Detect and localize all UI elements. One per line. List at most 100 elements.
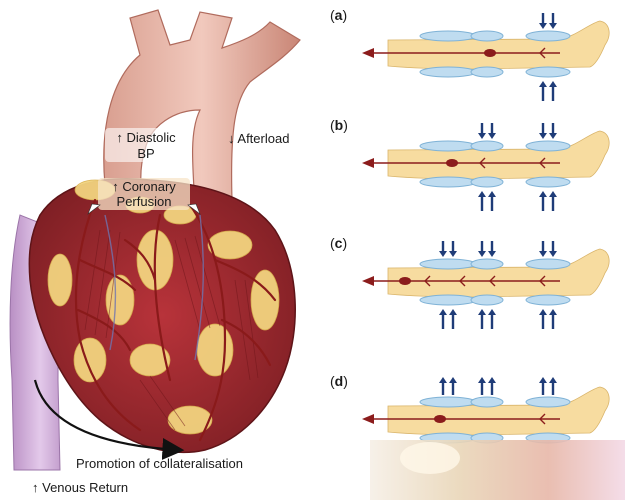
compress-arrow-top-3-2	[549, 241, 557, 257]
cuff-top-2	[470, 258, 504, 270]
compress-arrow-top-1-2	[449, 241, 457, 257]
compress-arrow-top-3-1	[539, 123, 547, 139]
cuff-top-2	[470, 140, 504, 152]
aortic-arch	[103, 9, 301, 206]
coronary-perfusion-label-line2: Perfusion	[117, 194, 172, 209]
compress-arrow-bottom-2-2	[488, 309, 496, 329]
panel-label-open: (	[330, 117, 335, 133]
panel-label-c: (c)	[330, 235, 347, 251]
flow-chevron-1	[539, 47, 546, 59]
flow-chevron-1	[539, 413, 546, 425]
leg-d	[387, 386, 610, 436]
blood-bolus	[399, 277, 411, 285]
collateralisation-label: Promotion of collateralisation	[76, 456, 243, 471]
cuff-bottom-3	[525, 294, 571, 306]
venous-return-label: ↑ Venous Return	[32, 480, 128, 495]
release-arrow-top-2-2	[488, 377, 496, 395]
flow-chevron-2	[539, 157, 546, 169]
compress-arrow-bottom-3-1	[539, 81, 547, 101]
panel-label-letter: c	[335, 235, 343, 251]
cuff-top-1	[419, 30, 477, 42]
panel-label-open: (	[330, 373, 335, 389]
leg-c	[387, 248, 610, 298]
compress-arrow-bottom-1-2	[449, 309, 457, 329]
compress-arrow-top-2-1	[478, 241, 486, 257]
compress-arrow-bottom-3-1	[539, 309, 547, 329]
compress-arrow-top-2-2	[488, 241, 496, 257]
release-arrow-top-2-1	[478, 377, 486, 395]
cuff-bottom-2	[470, 66, 504, 78]
flow-chevron-3	[489, 275, 496, 287]
blood-flow-arrowhead	[362, 276, 374, 286]
panel-label-d: (d)	[330, 373, 348, 389]
compress-arrow-bottom-1-1	[439, 309, 447, 329]
blood-flow-arrowhead	[362, 48, 374, 58]
cuff-bottom-1	[419, 176, 477, 188]
blood-bolus	[434, 415, 446, 423]
cuff-bottom-2	[470, 294, 504, 306]
release-arrow-top-1-1	[439, 377, 447, 395]
flow-chevron-1	[479, 157, 486, 169]
panel-label-letter: d	[335, 373, 344, 389]
release-arrow-top-1-2	[449, 377, 457, 395]
compress-arrow-top-3-2	[549, 123, 557, 139]
diastolic-bp-label-line1: ↑ Diastolic	[116, 130, 176, 145]
cuff-top-1	[419, 396, 477, 408]
coronary-perfusion-label-line1: ↑ Coronary	[112, 179, 176, 194]
cuff-top-3	[525, 396, 571, 408]
compress-arrow-bottom-3-2	[549, 309, 557, 329]
compress-arrow-top-3-1	[539, 241, 547, 257]
panel-d: (d)	[330, 373, 610, 444]
leg-b	[387, 130, 610, 180]
cuff-bottom-1	[419, 66, 477, 78]
muscle-fibers	[84, 229, 259, 431]
compress-arrow-bottom-3-1	[539, 191, 547, 211]
compress-arrow-bottom-2-1	[478, 309, 486, 329]
panel-c: (c)	[330, 235, 610, 329]
cuff-bottom-2	[470, 176, 504, 188]
diastolic-label-bg	[105, 128, 187, 162]
panel-label-close: )	[343, 117, 348, 133]
panel-label-letter: a	[335, 7, 343, 23]
cuff-bottom-3	[525, 66, 571, 78]
compress-arrow-bottom-3-2	[549, 81, 557, 101]
panel-label-close: )	[342, 7, 347, 23]
leg-a	[387, 20, 610, 70]
panel-label-close: )	[343, 373, 348, 389]
perfusion-arrow-left	[87, 203, 101, 215]
cuff-bottom-3	[525, 176, 571, 188]
compress-arrow-bottom-2-2	[488, 191, 496, 211]
panel-label-open: (	[330, 235, 335, 251]
cuff-top-2	[470, 396, 504, 408]
panel-label-b: (b)	[330, 117, 348, 133]
coronary-arteries	[74, 198, 277, 442]
coronary-label-bg	[98, 178, 190, 210]
compress-arrow-top-2-2	[488, 123, 496, 139]
blood-bolus	[446, 159, 458, 167]
panel-label-close: )	[342, 235, 347, 251]
panels-group: (a)(b)(c)(d)	[330, 7, 610, 444]
coronary-veins	[104, 214, 204, 361]
cuff-top-1	[419, 258, 477, 270]
perfusion-arrow-right	[187, 203, 201, 215]
blood-flow-arrowhead	[362, 158, 374, 168]
panel-label-letter: b	[335, 117, 344, 133]
blood-flow-arrowhead	[362, 414, 374, 424]
panel-a: (a)	[330, 7, 610, 101]
cuff-bottom-1	[419, 294, 477, 306]
photo-glare-spot	[400, 442, 460, 474]
flow-chevron-2	[459, 275, 466, 287]
compress-arrow-bottom-3-2	[549, 191, 557, 211]
compress-arrow-bottom-2-1	[478, 191, 486, 211]
flow-chevron-4	[539, 275, 546, 287]
panel-label-a: (a)	[330, 7, 347, 23]
afterload-label: ↓ Afterload	[228, 131, 289, 146]
cuff-top-3	[525, 258, 571, 270]
panel-label-open: (	[330, 7, 335, 23]
cuff-top-2	[470, 30, 504, 42]
compress-arrow-top-3-2	[549, 13, 557, 29]
compress-arrow-top-2-1	[478, 123, 486, 139]
cuff-top-3	[525, 140, 571, 152]
panel-b: (b)	[330, 117, 610, 211]
flow-chevron-1	[424, 275, 431, 287]
